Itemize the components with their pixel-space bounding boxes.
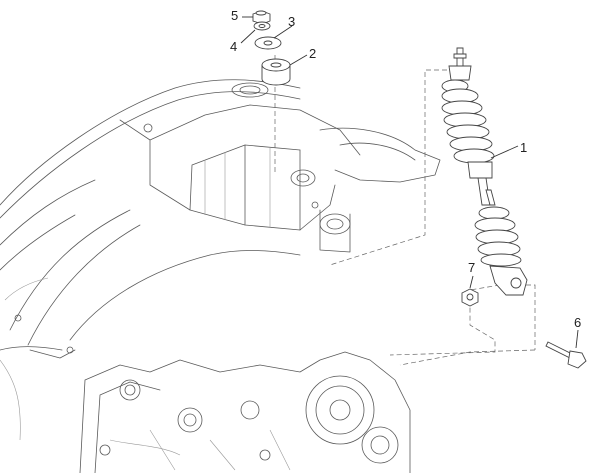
callout-5: 5	[231, 8, 238, 23]
mounting-guide-lines	[274, 55, 536, 366]
callout-6: 6	[574, 315, 581, 330]
washer	[254, 36, 282, 50]
rubber-bushing	[261, 58, 291, 86]
lower-nut	[461, 288, 479, 307]
mudguard-frame	[0, 79, 441, 441]
callout-3: 3	[288, 14, 295, 29]
top-nut	[252, 10, 271, 25]
callout-labels: 1 2 3 4 5 6 7	[230, 8, 581, 330]
spring-washer	[253, 21, 271, 31]
callout-7: 7	[468, 260, 475, 275]
callout-1: 1	[520, 140, 527, 155]
shock-absorber	[441, 47, 528, 296]
callout-2: 2	[309, 46, 316, 61]
callout-4: 4	[230, 39, 237, 54]
leader-lines	[240, 16, 579, 349]
bolt	[545, 341, 587, 369]
engine-casing	[79, 351, 411, 473]
